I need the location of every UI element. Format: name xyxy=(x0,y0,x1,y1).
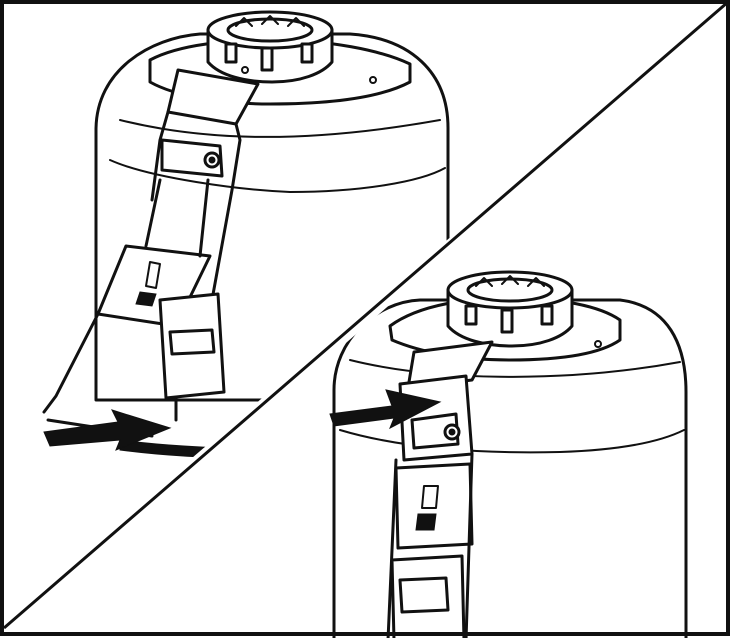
lower-catch xyxy=(158,292,226,400)
push-arrow-right xyxy=(329,389,442,430)
lower-catch xyxy=(390,554,466,638)
top-ring xyxy=(206,10,334,84)
panel-close-latch xyxy=(329,270,688,638)
latch-hinge xyxy=(150,68,260,302)
top-ring xyxy=(446,270,574,348)
panel-open-latch xyxy=(42,10,450,459)
panel-divider xyxy=(3,0,729,630)
closed-latch xyxy=(386,340,494,638)
push-arrow-left xyxy=(43,409,172,451)
dispenser-body xyxy=(332,296,688,638)
